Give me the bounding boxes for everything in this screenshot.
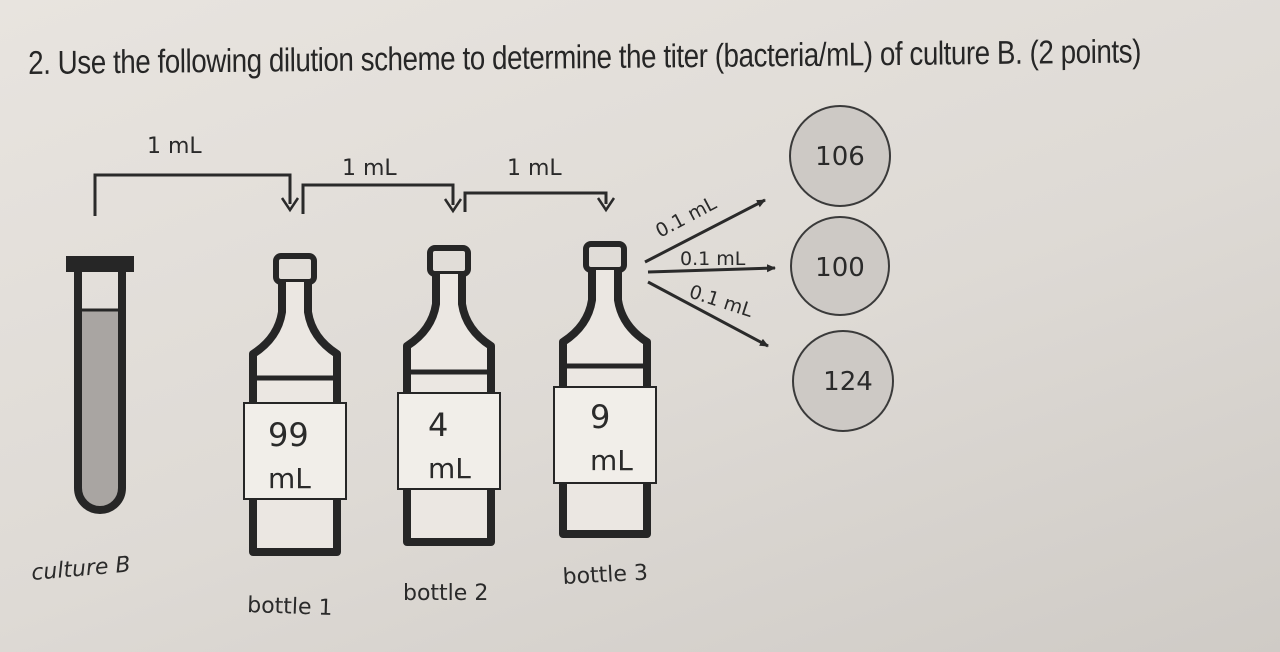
bottle-1-label: bottle 1 (247, 593, 333, 621)
transfer-arrow-culture-to-bottle-1 (93, 173, 300, 216)
bottle-2 (397, 245, 501, 546)
bottle-1-volume: 99 (268, 416, 309, 454)
bottle-3-label: bottle 3 (562, 561, 649, 590)
bottle-2-volume: 4 (428, 406, 448, 444)
plating-label-1: 0.1 mL (652, 192, 720, 242)
plate-1 (789, 105, 891, 207)
plate-1-count: 106 (815, 142, 865, 172)
plating-arrow-2 (647, 264, 776, 274)
plate-3 (792, 330, 894, 432)
bottle-2-label: bottle 2 (403, 581, 488, 606)
transfer-arrow-bottle-1-to-bottle-2 (301, 183, 463, 214)
plating-label-2: 0.1 mL (680, 248, 746, 270)
bottle-3-unit: mL (590, 444, 633, 477)
plating-arrow-3 (647, 280, 769, 348)
transfer-arrow-bottle-2-to-bottle-3 (463, 191, 616, 213)
bottle-1-unit: mL (268, 462, 311, 495)
plate-2-count: 100 (815, 253, 865, 283)
culture-tube (66, 256, 134, 514)
bottle-2-unit: mL (428, 452, 471, 485)
bottle-3 (553, 241, 657, 538)
plating-label-3: 0.1 mL (686, 281, 755, 322)
bottle-1 (243, 253, 347, 556)
bottle-3-volume: 9 (590, 398, 610, 436)
plating-arrow-1 (644, 198, 766, 264)
plate-3-count: 124 (823, 367, 873, 397)
plate-2 (790, 216, 890, 316)
transfer-label-2: 1 mL (342, 156, 397, 181)
transfer-label-3: 1 mL (507, 156, 562, 181)
culture-label: culture B (30, 552, 131, 586)
transfer-label-1: 1 mL (147, 134, 202, 159)
